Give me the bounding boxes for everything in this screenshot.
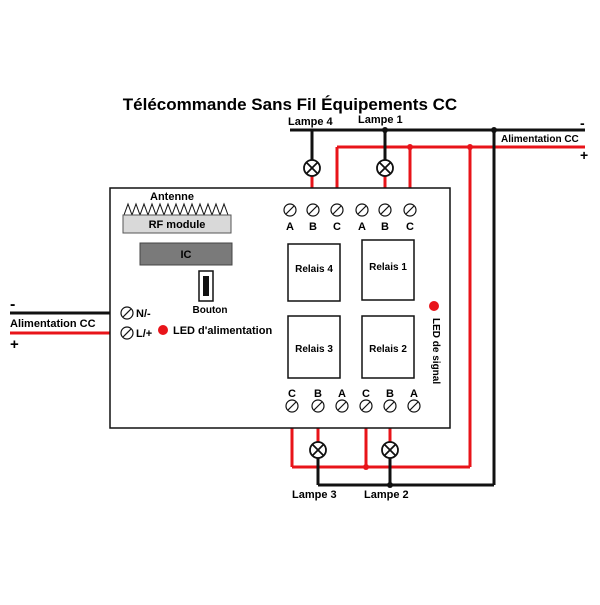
lamp-4-label: Lampe 4: [288, 116, 334, 128]
relay-1: [361, 239, 415, 301]
input-plus-sign: +: [10, 336, 19, 353]
relay-1-label: Relais 1: [369, 262, 407, 273]
diagram-title: Télécommande Sans Fil Équipements CC: [123, 95, 457, 114]
terminal-pos-label: L/+: [136, 328, 152, 340]
bottom-terminal-3: [335, 399, 349, 413]
top-terminal-6: [403, 203, 417, 217]
lamp-2-label: Lampe 2: [364, 489, 409, 501]
antenna-coil: [123, 202, 229, 217]
bottom-terminal-label-3: A: [338, 388, 346, 400]
power-led-label: LED d'alimentation: [173, 325, 272, 337]
relay-2-label: Relais 2: [369, 344, 407, 355]
top-terminal-2: [306, 203, 320, 217]
bottom-terminal-label-6: A: [410, 388, 418, 400]
top-terminal-label-6: C: [406, 221, 414, 233]
bottom-terminal-4: [359, 399, 373, 413]
relay-3: [287, 315, 341, 379]
relay-3-label: Relais 3: [295, 344, 333, 355]
signal-led-label: LED de signal: [430, 318, 441, 384]
top-terminal-label-2: B: [309, 221, 317, 233]
bottom-terminal-label-5: B: [386, 388, 394, 400]
lamp-1-label: Lampe 1: [358, 114, 403, 126]
top-terminal-label-3: C: [333, 221, 341, 233]
ic-label: IC: [181, 249, 192, 261]
input-terminal-pos: [120, 326, 134, 340]
junctions: [363, 127, 497, 488]
antenna-label: Antenne: [150, 191, 194, 203]
top-terminal-1: [283, 203, 297, 217]
bottom-terminal-label-2: B: [314, 388, 322, 400]
top-terminal-label-4: A: [358, 221, 366, 233]
top-terminal-label-5: B: [381, 221, 389, 233]
output-plus-sign: +: [580, 147, 588, 163]
input-terminal-neg: [120, 306, 134, 320]
bottom-terminal-1: [285, 399, 299, 413]
bottom-terminal-2: [311, 399, 325, 413]
output-minus-sign: -: [580, 115, 585, 131]
terminal-neg-label: N/-: [136, 308, 151, 320]
rf-module-label: RF module: [149, 219, 206, 231]
relay-4-label: Relais 4: [295, 264, 333, 275]
top-terminal-3: [330, 203, 344, 217]
bottom-terminal-label-4: C: [362, 388, 370, 400]
input-minus-sign: -: [10, 296, 15, 313]
bottom-terminal-label-1: C: [288, 388, 296, 400]
top-terminal-4: [355, 203, 369, 217]
lamp-4: [303, 159, 321, 177]
lamp-3: [309, 441, 327, 459]
rf-module: [122, 214, 232, 234]
output-supply-label: Alimentation CC: [501, 134, 579, 145]
top-terminal-5: [378, 203, 392, 217]
bottom-terminal-6: [407, 399, 421, 413]
relay-4: [287, 243, 341, 302]
lamp-1: [376, 159, 394, 177]
lamp-2: [381, 441, 399, 459]
top-terminal-label-1: A: [286, 221, 294, 233]
lamp-3-label: Lampe 3: [292, 489, 337, 501]
signal-led: [429, 301, 439, 311]
bottom-terminal-5: [383, 399, 397, 413]
power-led: [158, 325, 168, 335]
relay-2: [361, 315, 415, 379]
input-supply-label: Alimentation CC: [10, 318, 96, 330]
button-label: Bouton: [193, 305, 228, 316]
ic-chip: [139, 242, 233, 266]
